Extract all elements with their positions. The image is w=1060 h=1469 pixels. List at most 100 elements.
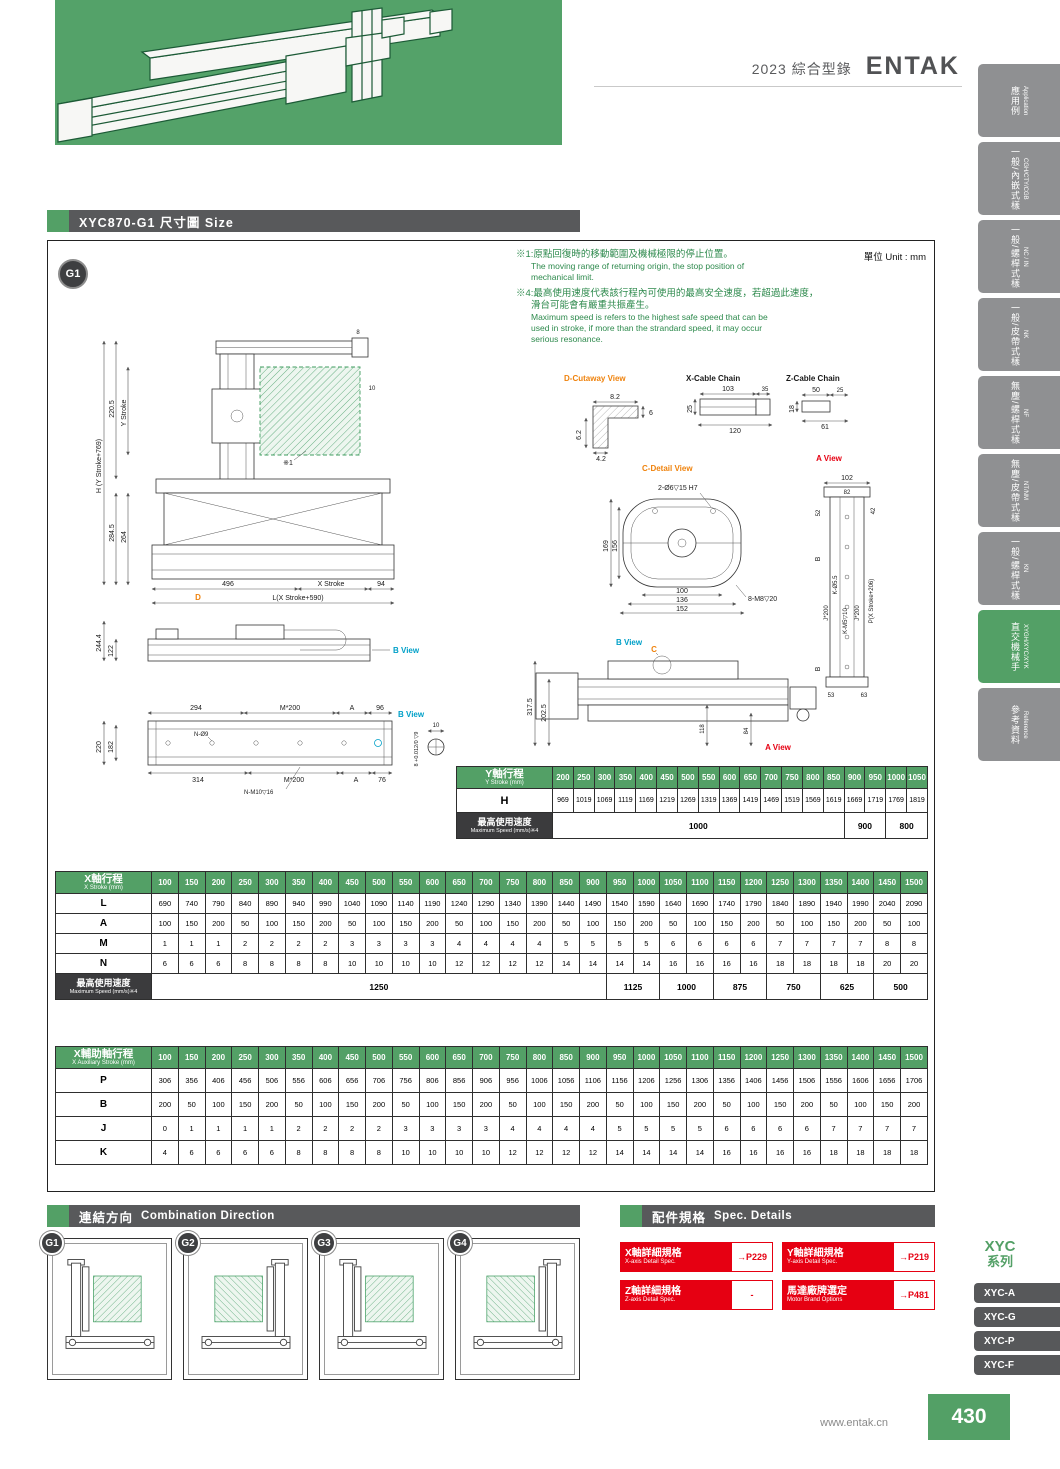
table-cell: 2 — [338, 1116, 366, 1141]
dim-label: 220 — [96, 741, 103, 753]
b-view-label: B View — [398, 710, 425, 719]
combination-g1[interactable]: G1 — [40, 1231, 172, 1380]
table-cell: 1306 — [686, 1068, 714, 1093]
g2-diagram — [188, 1243, 303, 1375]
y-axis-spec-page-link[interactable]: →P219 — [893, 1242, 935, 1272]
table-cell: 50 — [766, 913, 794, 934]
z-cable-chain-view: Z-Cable Chain 50 25 18 61 A View — [786, 374, 849, 463]
table-cell: 200 — [793, 1092, 821, 1117]
sidebar-tab-label-zh: 直交機械手 — [1010, 621, 1020, 672]
dim-label: 50 — [812, 387, 820, 394]
table-cell: 7 — [846, 933, 875, 954]
sidebar-tab-label-zh: 一般/皮帶式樣 — [1010, 302, 1020, 367]
combination-g3[interactable]: G3 — [312, 1231, 444, 1380]
column-header: 950 — [605, 1046, 634, 1069]
table-cell: 5 — [686, 1116, 714, 1141]
sidebar-tab-label-zh: 一般/內嵌式樣 — [1010, 146, 1020, 211]
table-cell: 150 — [445, 1092, 473, 1117]
sidebar-tab-label-en: XYGH/XYC/XYK — [1022, 624, 1028, 669]
table-cell: 5 — [605, 933, 634, 954]
series-btn-xyc-f[interactable]: XYC-F — [974, 1355, 1060, 1375]
combination-g4[interactable]: G4 — [448, 1231, 580, 1380]
series-btn-xyc-g[interactable]: XYC-G — [974, 1307, 1060, 1327]
column-header: 150 — [177, 871, 206, 894]
table-cell: 1606 — [846, 1068, 875, 1093]
table-cell: 1540 — [605, 893, 634, 914]
table-cell: 456 — [231, 1068, 259, 1093]
table-cell: 7 — [793, 933, 821, 954]
column-header: 1100 — [686, 871, 714, 894]
note-ref: ※1 — [283, 460, 293, 467]
speed-value: 1125 — [605, 973, 661, 1000]
b-view-label: B View — [616, 638, 643, 647]
motor-brand-page-link[interactable]: →P481 — [893, 1280, 935, 1310]
table-cell: 100 — [365, 913, 393, 934]
spec-label-zh: X軸詳細規格 — [625, 1247, 682, 1259]
table-cell: 969 — [552, 788, 574, 813]
note1-en2: mechanical limit. — [531, 271, 594, 282]
table-cell: 2040 — [873, 893, 901, 914]
motor-brand-spec-item[interactable]: 馬達廠牌選定 Motor Brand Options →P481 — [782, 1280, 935, 1310]
combination-diagrams: G1 G2 — [40, 1231, 580, 1380]
website-link[interactable]: www.entak.cn — [820, 1417, 888, 1429]
table-cell: 16 — [793, 1140, 821, 1165]
table-cell: 1119 — [614, 788, 637, 813]
a-view-label: A View — [816, 454, 843, 463]
y-axis-spec-item[interactable]: Y軸詳細規格 Y-axis Detail Spec. →P219 — [782, 1242, 935, 1272]
tolerance-label: 8 +0.012/0 ▽9 — [414, 732, 420, 767]
table-cell: 906 — [472, 1068, 500, 1093]
z-axis-spec-item[interactable]: Z軸詳細規格 Z-axis Detail Spec. - — [620, 1280, 773, 1310]
plan-view: 294 M*200 A 96 N-Ø9 220 182 314 M*200 A … — [96, 705, 445, 796]
table-cell: 50 — [445, 913, 473, 934]
dim-label: 182 — [108, 741, 115, 753]
banner-rule — [594, 86, 962, 87]
x-axis-spec-item[interactable]: X軸詳細規格 X-axis Detail Spec. →P229 — [620, 1242, 773, 1272]
series-btn-xyc-p[interactable]: XYC-P — [974, 1331, 1060, 1351]
series-btn-xyc-a[interactable]: XYC-A — [974, 1283, 1060, 1303]
dim-label: B — [815, 666, 822, 671]
dim-label: 6.2 — [576, 430, 583, 440]
combination-g2[interactable]: G2 — [176, 1231, 308, 1380]
table-cell: 1 — [231, 1116, 259, 1141]
table-cell: 200 — [204, 913, 233, 934]
x-axis-spec-page-link[interactable]: →P229 — [731, 1242, 773, 1272]
table-cell: 1019 — [572, 788, 595, 813]
table-cell: 656 — [338, 1068, 366, 1093]
dim-label: 25 — [687, 405, 694, 413]
combination-title-zh: 連結方向 — [79, 1210, 134, 1225]
dim-label: 25 — [837, 388, 844, 394]
dim-label: 122 — [108, 645, 115, 657]
b-view-label: B View — [393, 646, 420, 655]
table-cell: 1419 — [739, 788, 762, 813]
table-cell: 20 — [900, 953, 928, 974]
table-cell: 2 — [311, 933, 340, 954]
spec-label-en: Y-axis Detail Spec. — [787, 1259, 838, 1266]
sidebar-tab-label-en: NF — [1022, 408, 1028, 417]
y-axis-spec-label: Y軸詳細規格 Y-axis Detail Spec. — [782, 1242, 893, 1272]
table-cell: 990 — [311, 893, 340, 914]
table-cell: 20 — [873, 953, 901, 974]
table-cell: 100 — [739, 1092, 768, 1117]
table-cell: 5 — [552, 933, 580, 954]
dim-label: 82 — [844, 490, 851, 496]
table-cell: 1940 — [819, 893, 848, 914]
view-title: C-Detail View — [642, 464, 693, 473]
table-cell: 3 — [472, 1116, 500, 1141]
column-header: 1400 — [846, 1046, 875, 1069]
series-nav: XYC-A XYC-G XYC-P XYC-F — [974, 1283, 1060, 1375]
table-cell: 1669 — [843, 788, 866, 813]
spec-details-header: 配件規格 Spec. Details — [620, 1205, 935, 1227]
